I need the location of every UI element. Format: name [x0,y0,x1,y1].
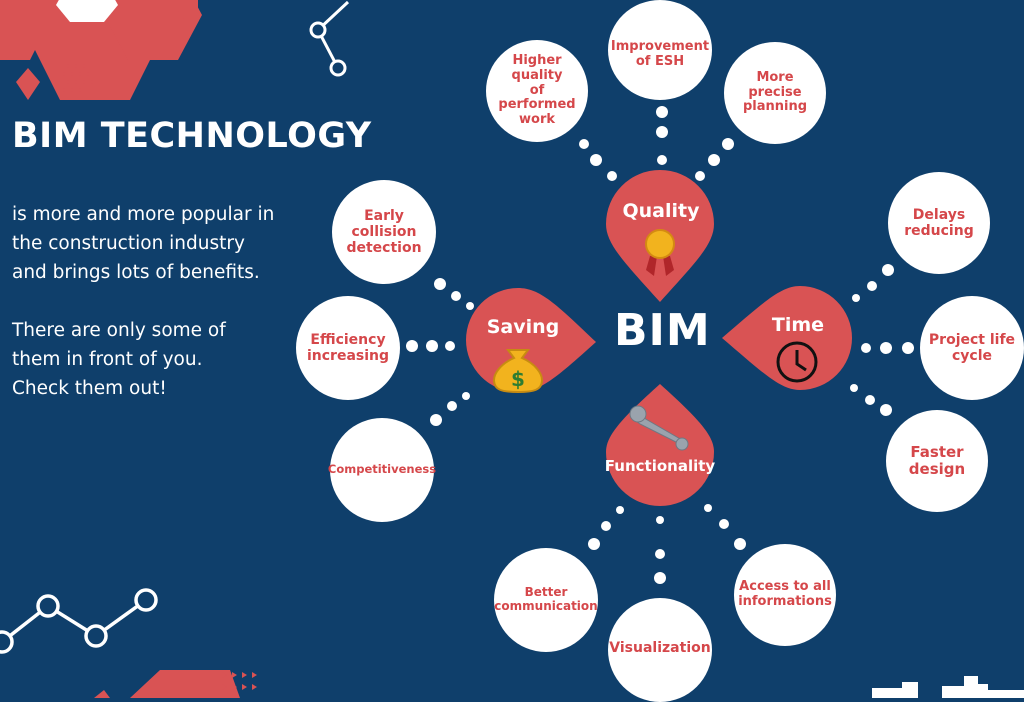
hub-label-saving: Saving [486,316,560,338]
hub-label-functionality: Functionality [604,457,716,475]
connector-dot [882,264,894,276]
connector-dot [616,506,624,514]
benefit-improvement-esh: Improvement of ESH [608,0,712,100]
benefit-more-precise-planning: More precise planning [724,42,826,144]
clock-icon [776,341,818,383]
connector-dot [880,404,892,416]
connector-dot [451,291,461,301]
connector-dot [656,106,668,118]
connector-dots [406,106,914,584]
connector-dot [902,342,914,354]
svg-text:$: $ [511,367,525,391]
benefit-higher-quality: Higher quality of performed work [486,40,588,142]
hub-teardrop-functionality [606,384,714,506]
connector-dot [656,516,664,524]
hexagon-decor [56,0,118,22]
diamond-decor [16,68,40,100]
connector-dot [588,538,600,550]
benefit-delays-reducing: Delays reducing [888,172,990,274]
hexagon-decor [176,0,198,22]
benefit-project-life-cycle: Project life cycle [920,296,1024,400]
connector-dot [719,519,729,529]
connector-dot [722,138,734,150]
connector-dot [695,171,705,181]
connector-dot [445,341,455,351]
intro-text: is more and more popular in the construc… [12,204,275,283]
connector-dot [447,401,457,411]
connector-dot [607,171,617,181]
triangle-decor [94,690,110,698]
connector-dot [734,538,746,550]
center-label: BIM [614,305,711,356]
connector-dot [655,549,665,559]
connector-dot [434,278,446,290]
connector-dot [601,521,611,531]
connector-dot [850,384,858,392]
hexagon-decor [130,670,240,698]
node-line-decor [0,588,158,654]
dot-pattern-decor [62,64,94,92]
medal-icon [645,229,675,276]
connector-dot [579,139,589,149]
connector-dot [462,392,470,400]
connector-dot [406,340,418,352]
connector-dot [865,395,875,405]
node-line-decor [309,0,350,77]
hexagon-decor [0,0,50,60]
benefit-early-collision: Early collision detection [332,180,436,284]
connector-dot [654,572,666,584]
city-skyline-decor [872,676,1024,698]
connector-dot [426,340,438,352]
hexagon-decor [104,0,202,60]
connector-dot [430,414,442,426]
page-title: BIM TECHNOLOGY [12,116,372,156]
benefit-better-communication: Better communication [494,548,598,652]
benefit-access-informations: Access to all informations [734,544,836,646]
connector-dot [704,504,712,512]
connector-dot [852,294,860,302]
benefit-efficiency-increasing: Efficiency increasing [296,296,400,400]
connector-dot [880,342,892,354]
hub-teardrop-saving [466,288,596,392]
hub-label-time: Time [771,314,825,336]
intro-callout: There are only some of them in front of … [12,320,226,399]
benefit-visualization: Visualization [608,598,712,702]
arrow-pattern-decor [222,672,257,690]
money-bag-icon: $ [492,349,544,394]
connector-dot [708,154,720,166]
wrench-icon [629,405,689,451]
connector-dot [657,155,667,165]
connector-dot [861,343,871,353]
connector-dot [590,154,602,166]
connector-dot [656,126,668,138]
hub-teardrop-time [722,286,852,390]
connector-dot [867,281,877,291]
hub-label-quality: Quality [622,200,700,222]
benefit-competitiveness: Competitiveness [328,418,436,522]
benefit-faster-design: Faster design [886,410,988,512]
connector-dot [466,302,474,310]
